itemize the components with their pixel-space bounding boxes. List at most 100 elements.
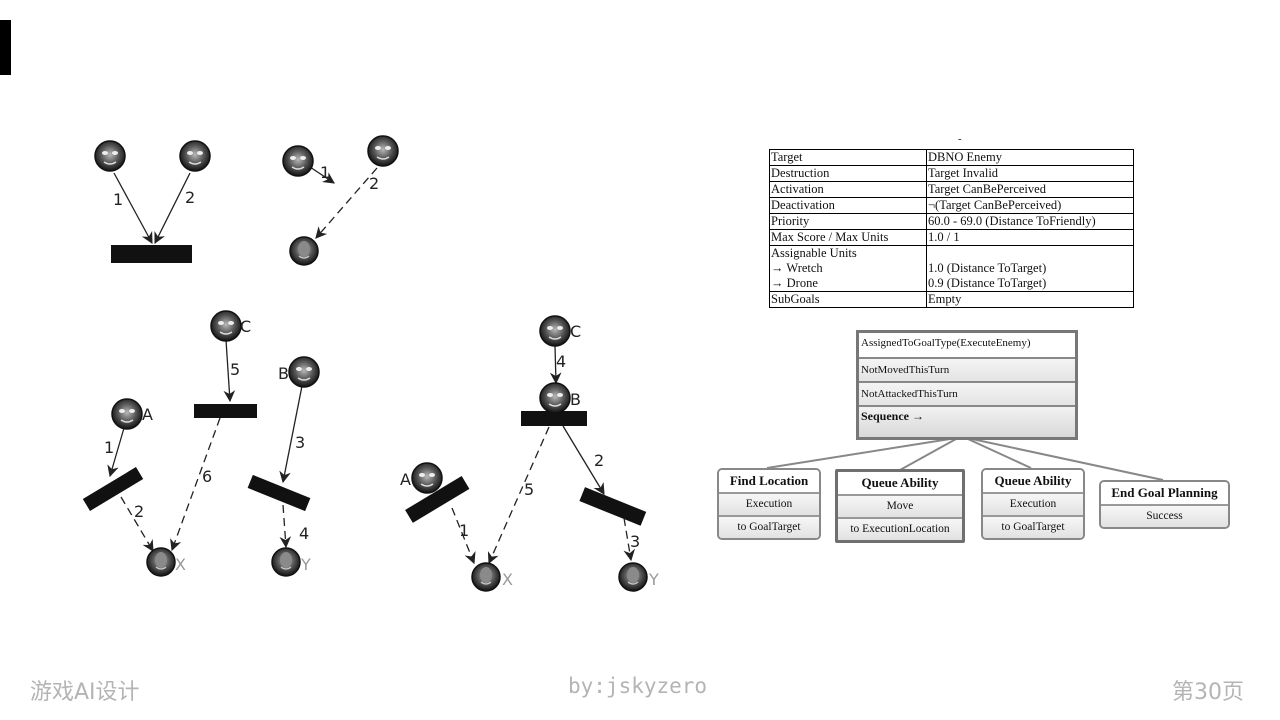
row-key: SubGoals [769,291,927,308]
arrow-line [113,172,153,245]
tree-edge [967,438,1032,469]
edge-label: 2 [594,451,604,470]
arrow-line [549,345,562,385]
row-value: Empty [926,291,1134,308]
node-line: to ExecutionLocation [838,519,962,540]
sequence-label: Sequence → [859,407,1075,437]
condition-row: NotAttackedThisTurn [859,383,1075,407]
target-letter: X [502,570,513,589]
node-line: Execution [983,494,1083,517]
edge-label: 4 [556,352,566,371]
unit-name: → Wretch [771,261,823,275]
node-title: Queue Ability [838,472,962,496]
bt-node-end-goal-planning: End Goal Planning Success [1099,480,1230,529]
unit-letter: B [570,390,581,409]
arrow-line [309,166,335,184]
edge-label: 2 [134,502,144,521]
unit-letter: A [142,405,153,424]
unit-score: 1.0 (Distance ToTarget) [928,261,1047,275]
arrow-line [154,172,191,245]
unit-letter: C [570,322,581,341]
arrow-line [223,339,236,403]
edge-label: 4 [299,524,309,543]
edge-label: 1 [459,521,469,540]
row-value: Target Invalid [926,165,1134,182]
cover-wall [111,245,192,263]
cover-wall [521,411,587,426]
row-value: ¬(Target CanBePerceived) [926,197,1134,214]
node-title: Queue Ability [983,470,1083,494]
unit-name: → Drone [771,276,818,290]
footer-course-title: 游戏AI设计 [30,680,140,705]
target-letter: X [175,555,186,574]
node-line: to GoalTarget [719,517,819,538]
table-row: Deactivation¬(Target CanBePerceived) [769,197,1134,214]
edge-label: 5 [524,480,534,499]
edge-label: 2 [369,174,379,193]
condition-row: AssignedToGoalType(ExecuteEnemy) [859,333,1075,359]
footer-page-number: 第30页 [1172,680,1244,705]
arrow-line [487,426,550,565]
node-title: Find Location [719,470,819,494]
cover-wall [247,474,311,512]
edge-label: 1 [320,163,330,182]
edge-label: 3 [295,433,305,452]
arrow-line [451,507,476,565]
arrow-line [623,517,636,562]
arrow-line [279,385,303,484]
tree-edge [899,438,957,471]
node-title: End Goal Planning [1101,482,1228,506]
slide-accent-bar [0,20,11,75]
condition-row: NotMovedThisTurn [859,359,1075,383]
row-key: Activation [769,181,927,198]
node-line: Move [838,496,962,519]
diagram-three-unit-plan: C B A X Y 1 2 5 6 3 4 [82,310,320,577]
tree-edge [971,438,1164,481]
node-line: to GoalTarget [983,517,1083,538]
tree-edge [766,438,951,469]
unit-letter: B [278,364,289,383]
cover-wall [194,404,257,418]
diagram-flanking-attack: 1 2 [282,135,399,266]
node-line: Execution [719,494,819,517]
edge-label: 3 [630,532,640,551]
edge-label: 1 [104,438,114,457]
edge-label: 6 [202,467,212,486]
table-row-assignable-units: Assignable Units → Wretch → Drone 1.0 (D… [769,245,1134,292]
row-key: Deactivation [769,197,927,214]
node-line: Success [1101,506,1228,527]
table-marker: - [958,133,962,145]
arrow-line [279,504,292,549]
diagram-converging-attack: 1 2 [94,140,211,263]
behavior-tree-root-node: AssignedToGoalType(ExecuteEnemy) NotMove… [856,330,1078,440]
arrow-line [562,425,605,496]
diagram-chained-plan: C B A X Y 4 2 5 1 3 [400,315,659,592]
cover-wall [405,476,470,523]
unit-score: 0.9 (Distance ToTarget) [928,276,1047,290]
cover-wall [579,487,647,526]
edge-label: 1 [113,190,123,209]
unit-letter: C [240,317,251,336]
arrow-line [120,496,154,553]
target-letter: Y [648,570,659,589]
arrow-line [170,417,221,552]
target-letter: Y [300,555,311,574]
bt-node-queue-move: Queue Ability Move to ExecutionLocation [835,469,965,543]
arrow-line [315,167,378,239]
edge-label: 5 [230,360,240,379]
bt-node-queue-execution: Queue Ability Execution to GoalTarget [981,468,1085,540]
arrow-line [107,427,125,478]
row-key: Assignable Units [771,246,857,260]
row-key: Priority [769,213,927,230]
cover-wall [82,467,144,511]
footer-author: by:jskyzero [568,674,708,698]
bt-node-find-location: Find Location Execution to GoalTarget [717,468,821,540]
edge-label: 2 [185,188,195,207]
unit-letter: A [400,470,411,489]
